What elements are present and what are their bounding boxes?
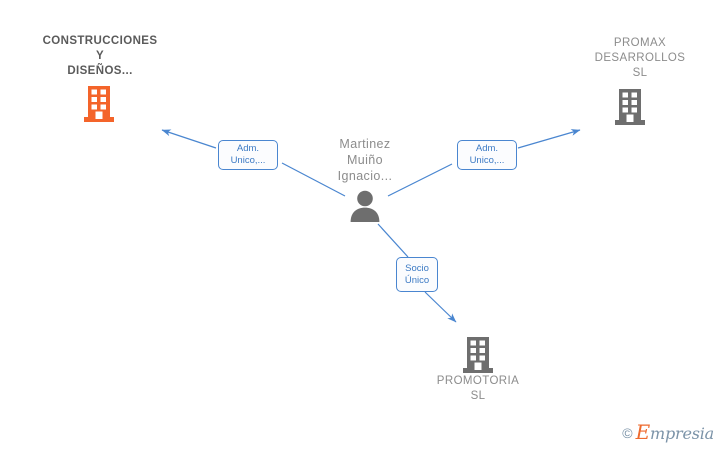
person-icon	[350, 190, 380, 222]
edge-person-to-bottom-label	[377, 223, 409, 258]
building-icon-promax[interactable]	[614, 88, 646, 126]
brand-rest: mpresia	[650, 424, 714, 443]
empresia-brand-text: Empresia	[636, 422, 715, 443]
copyright-icon: ©	[622, 425, 633, 441]
node-label-construcciones: CONSTRUCCIONES Y DISEÑOS...	[42, 35, 158, 77]
building-icon	[615, 89, 645, 125]
edge-left-label-to-construcciones	[161, 129, 217, 149]
edge-bottom-label-to-promotoria	[424, 291, 457, 323]
building-icon-construcciones[interactable]	[83, 85, 115, 123]
building-icon-promotoria[interactable]	[462, 336, 494, 374]
empresia-watermark: © Empresia	[622, 422, 715, 443]
edge-person-to-left-label	[281, 162, 346, 197]
edge-right-label-to-promax	[517, 129, 581, 149]
building-icon	[463, 337, 493, 373]
edge-person-to-right-label	[387, 163, 453, 197]
brand-initial: E	[635, 420, 651, 444]
building-icon	[84, 86, 114, 122]
edge-label-socio-unico-promotoria[interactable]: Socio Único	[396, 257, 438, 292]
node-label-person: Martinez Muiño Ignacio...	[337, 137, 393, 183]
node-label-promotoria: PROMOTORIA SL	[436, 375, 520, 402]
edge-label-adm-unico-promax[interactable]: Adm. Unico,...	[457, 140, 517, 170]
node-label-promax: PROMAX DESARROLLOS SL	[594, 37, 686, 79]
edge-label-adm-unico-construcciones[interactable]: Adm. Unico,...	[218, 140, 278, 170]
person-icon-martinez[interactable]	[348, 190, 382, 222]
